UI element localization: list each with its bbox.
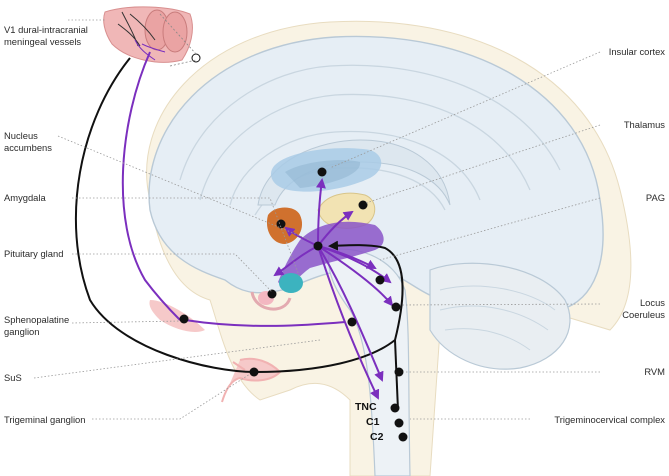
sella <box>250 291 292 311</box>
spg-to-sss <box>184 319 346 327</box>
afferent-path-long <box>74 57 404 374</box>
label-c2: C2 <box>370 431 384 443</box>
label-tnc: TNC <box>355 401 377 413</box>
cerebellum <box>429 262 571 370</box>
pituitary-region <box>279 273 303 293</box>
label-locus-coeruleus: Locus Coeruleus <box>622 297 665 320</box>
label-c1: C1 <box>366 416 380 428</box>
label-thalamus: Thalamus <box>623 119 665 130</box>
nodes <box>179 167 408 442</box>
label-rvm: RVM <box>644 366 665 377</box>
sus-vessel <box>221 357 282 403</box>
label-pituitary-gland: Pituitary gland <box>4 248 64 259</box>
label-nucleus-accumbens: Nucleus accumbens <box>4 130 52 153</box>
label-sphenopalatine-ganglion: Sphenopalatine ganglion <box>4 314 70 337</box>
label-pag: PAG <box>645 192 665 203</box>
vessel-marker <box>191 53 201 63</box>
meningeal-vessels <box>103 6 193 63</box>
parasympathetic-path <box>121 51 181 321</box>
label-trigeminal-ganglion: Trigeminal ganglion <box>4 414 86 425</box>
label-amygdala: Amygdala <box>4 192 46 203</box>
vessel-dotted <box>159 13 197 67</box>
leader-lines <box>33 19 601 420</box>
gyri-lines <box>179 64 561 216</box>
label-sus: SuS <box>4 372 22 383</box>
cerebellum-folia <box>439 285 556 351</box>
label-insular-cortex: Insular cortex <box>608 46 665 57</box>
label-trigeminocervical-complex: Trigeminocervical complex <box>554 414 665 425</box>
label-v1-vessels: V1 dural-intracranial meningeal vessels <box>4 24 88 47</box>
descending-fan <box>273 178 394 400</box>
